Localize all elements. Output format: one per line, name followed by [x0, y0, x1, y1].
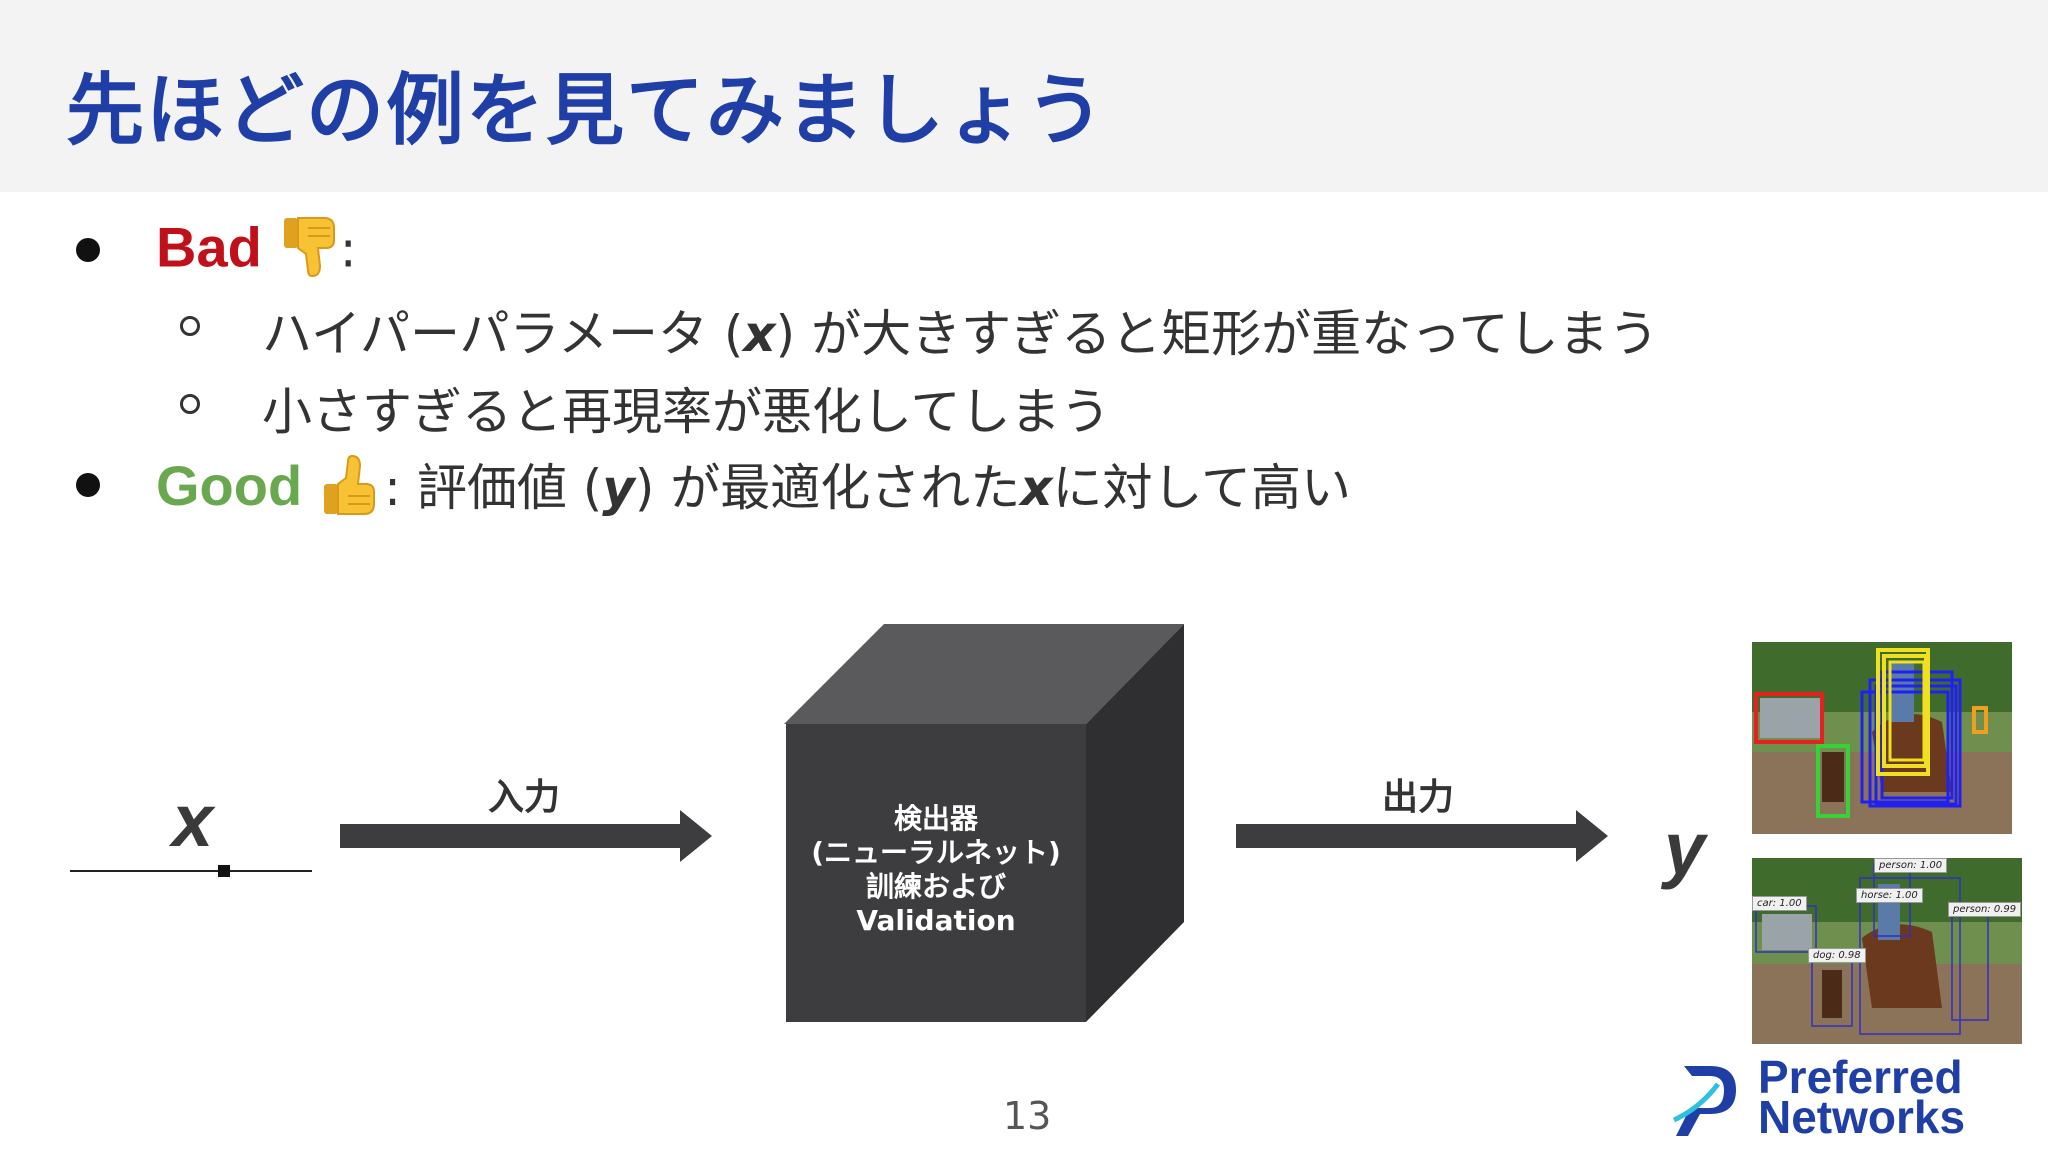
- sub-bullet-1-post: ) が大きすぎると矩形が重なってしまう: [775, 305, 1659, 363]
- input-x-label: x: [172, 779, 214, 862]
- good-post: に対して高い: [1052, 459, 1352, 517]
- logo-text-networks: Networks: [1758, 1091, 1966, 1143]
- sub-bullet-1: ハイパーパラメータ (x) が大きすぎると矩形が重なってしまう: [262, 294, 1659, 366]
- page-number: 13: [1003, 1094, 1052, 1138]
- bad-colon: :: [339, 220, 357, 279]
- box-line: 検出器: [893, 802, 978, 835]
- det-label: horse: 1.00: [1856, 888, 1923, 903]
- detection-photo-bad: [1752, 642, 2012, 834]
- good-label: Good: [156, 454, 303, 517]
- good-pre: : 評価値 (: [384, 459, 603, 517]
- logo-text-preferred: Preferred: [1758, 1051, 1963, 1103]
- thumbs-down-icon: [278, 214, 340, 292]
- det-label: car: 1.00: [1752, 896, 1807, 911]
- box-line: Validation: [856, 904, 1016, 937]
- var-x: x: [1020, 459, 1053, 517]
- thumbs-up-icon: [318, 452, 384, 532]
- input-arrow-label: 入力: [488, 777, 561, 818]
- detection-photo-good: person: 1.00 car: 1.00 horse: 1.00 perso…: [1752, 858, 2022, 1044]
- slide-title: 先ほどの例を見てみましょう: [66, 66, 1107, 156]
- company-logo: Preferred Networks: [1670, 1051, 2020, 1143]
- input-arrow: [340, 810, 712, 862]
- box-line: (ニューラルネット): [811, 836, 1061, 869]
- bullet-good: Good : 評価値 (y) が最適化されたxに対して高い: [156, 448, 1351, 532]
- bullet-dot: [76, 238, 100, 262]
- var-y: y: [602, 459, 635, 517]
- bullet-bad: Bad :: [156, 214, 357, 292]
- sub-bullet-2: 小さすぎると再現率が悪化してしまう: [262, 372, 1111, 444]
- sub-bullet-circle: [180, 316, 200, 336]
- output-arrow: [1236, 810, 1608, 862]
- bullet-dot: [76, 473, 100, 497]
- det-label: person: 1.00: [1874, 858, 1948, 873]
- bad-label: Bad: [156, 215, 262, 279]
- det-label: dog: 0.98: [1808, 948, 1866, 963]
- black-box-label: 検出器 (ニューラルネット) 訓練および Validation: [786, 802, 1086, 938]
- output-arrow-label: 出力: [1382, 777, 1455, 818]
- input-slider: [70, 865, 312, 877]
- output-y-label: y: [1664, 807, 1706, 890]
- title-bar: [0, 0, 2048, 192]
- sub-bullet-2-text: 小さすぎると再現率が悪化してしまう: [262, 383, 1111, 441]
- sub-bullet-circle: [180, 394, 200, 414]
- var-x: x: [743, 305, 776, 363]
- det-label: person: 0.99: [1948, 902, 2022, 917]
- sub-bullet-1-pre: ハイパーパラメータ (: [262, 305, 744, 363]
- black-box-cube: [784, 624, 1184, 1022]
- box-line: 訓練および: [865, 870, 1006, 903]
- preferred-networks-logo-icon: [1672, 1066, 1736, 1136]
- good-mid: ) が最適化された: [634, 459, 1021, 517]
